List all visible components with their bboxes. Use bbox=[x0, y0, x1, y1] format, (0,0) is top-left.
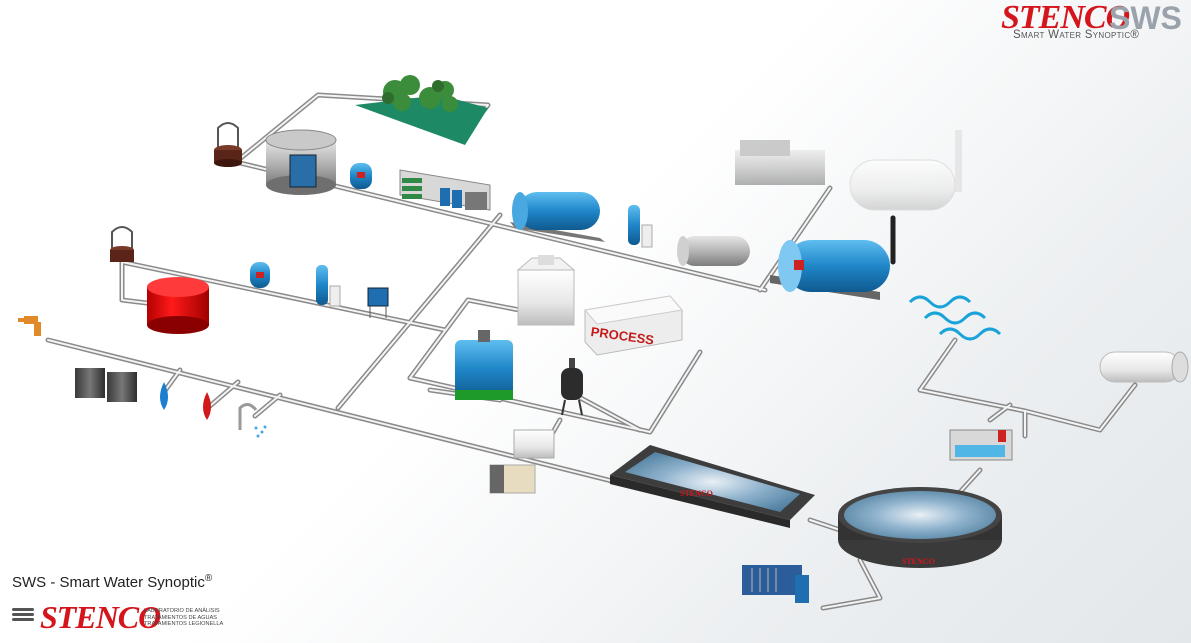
stenco-emblem-icon bbox=[12, 608, 34, 628]
chp-engine-icon bbox=[735, 140, 825, 185]
well-pump-top-icon bbox=[214, 122, 242, 167]
circular-clarifier-icon: STENCO bbox=[838, 487, 1002, 568]
softener-middle-icon bbox=[316, 265, 341, 307]
storage-tank-icon bbox=[265, 129, 337, 195]
dosing-panel-icon bbox=[367, 287, 389, 318]
industrial-boiler-icon bbox=[849, 130, 962, 211]
filter-vessel-middle-icon bbox=[250, 262, 270, 288]
stenco-footer-logo: STENCO LABORATORIO DE ANÁLISIS TRATAMIEN… bbox=[12, 600, 242, 640]
pond-badge: STENCO bbox=[680, 489, 713, 498]
footer-service-line: TRATAMIENTOS DE AGUAS bbox=[144, 614, 218, 621]
stenco-sws-logo: STENCO SWS Smart Water Synoptic® bbox=[999, 0, 1185, 46]
water-tap-icon bbox=[18, 316, 41, 336]
shower-icon bbox=[238, 403, 267, 438]
registered-mark: ® bbox=[204, 573, 213, 584]
brand-name: STENCO bbox=[1001, 0, 1130, 36]
rectangular-pond-icon: STENCO bbox=[610, 445, 815, 528]
boiler-icon bbox=[770, 240, 890, 300]
water-heaters-icon bbox=[75, 368, 137, 402]
product-tagline: Smart Water Synoptic® bbox=[1013, 29, 1140, 41]
diagram-caption: SWS - Smart Water Synoptic® bbox=[12, 573, 212, 591]
footer-service-line: TRATAMIENTOS LEGIONELLA bbox=[144, 621, 224, 627]
blue-horizontal-tank-icon bbox=[510, 192, 605, 242]
outfall-pipe-icon bbox=[1099, 351, 1189, 383]
red-water-tank-icon bbox=[147, 277, 209, 334]
filter-press-icon bbox=[742, 565, 809, 603]
hot-water-drop-icon bbox=[203, 392, 211, 420]
screening-channel-icon bbox=[949, 429, 1013, 461]
river-waves-icon bbox=[908, 295, 1002, 341]
reverse-osmosis-icon bbox=[399, 169, 491, 211]
caption-text: SWS - Smart Water Synoptic bbox=[12, 574, 205, 591]
well-pump-middle-icon bbox=[110, 226, 134, 262]
grey-horizontal-tank-icon bbox=[677, 236, 750, 266]
product-name: SWS bbox=[1109, 0, 1182, 36]
blue-ibc-tank-icon bbox=[455, 330, 513, 400]
air-conditioner-icon bbox=[489, 429, 555, 494]
footer-brand-name: STENCO bbox=[40, 599, 161, 635]
footer-service-line: LABORATORIO DE ANÁLISIS bbox=[144, 608, 220, 614]
cold-water-drop-icon bbox=[160, 382, 168, 410]
process-box: PROCESS bbox=[584, 295, 683, 356]
filter-vessel-icon bbox=[350, 163, 372, 189]
softener-column-icon bbox=[628, 205, 653, 248]
clarifier-badge: STENCO bbox=[902, 557, 935, 566]
cooling-tower-icon bbox=[516, 255, 576, 326]
pressure-vessel-icon bbox=[561, 358, 583, 416]
irrigation-field-icon bbox=[355, 75, 488, 145]
footer-services: LABORATORIO DE ANÁLISIS TRATAMIENTOS DE … bbox=[144, 608, 223, 628]
